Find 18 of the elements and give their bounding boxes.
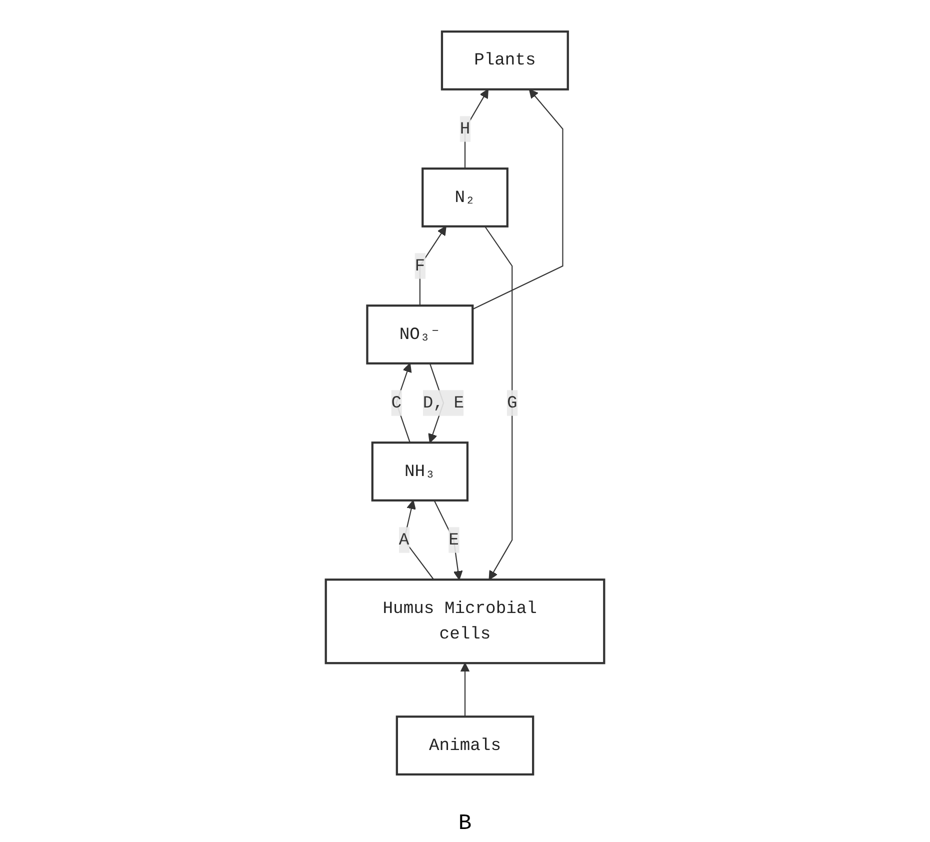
edge-label: G — [506, 392, 518, 412]
edge-label: F — [414, 256, 426, 276]
edge-label: E — [448, 530, 459, 550]
arrow — [460, 662, 470, 716]
arrow — [472, 88, 564, 310]
edge-label: A — [398, 530, 410, 550]
node-box: NH₃ — [371, 441, 469, 501]
arrow — [484, 226, 513, 580]
node-box: Animals — [396, 715, 534, 775]
node-box: N₂ — [422, 167, 508, 227]
node-box: NO₃⁻ — [366, 304, 474, 364]
edge-label: H — [460, 118, 470, 138]
arrow — [434, 500, 463, 580]
node-box: Humus Microbial cells — [324, 578, 606, 664]
edge-label: C — [391, 392, 402, 412]
node-box: Plants — [440, 30, 569, 90]
edge-label: D, E — [422, 392, 464, 412]
note-label: B — [458, 811, 472, 836]
